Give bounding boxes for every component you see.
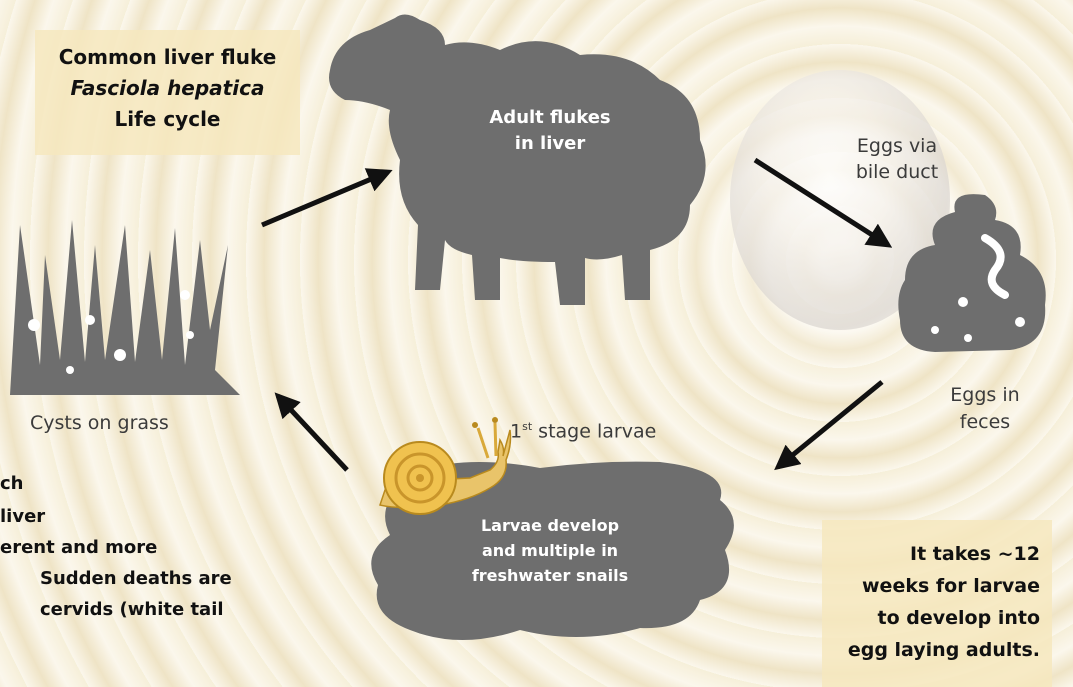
larvae-sup: st bbox=[522, 420, 532, 433]
feces-line2: feces bbox=[930, 409, 1040, 436]
snail-line3: freshwater snails bbox=[450, 563, 650, 588]
snail-line2: and multiple in bbox=[450, 538, 650, 563]
bile-line1: Eggs via bbox=[832, 133, 962, 159]
adult-line1: Adult flukes bbox=[470, 105, 630, 131]
arrow-snail-to-grass bbox=[278, 396, 347, 470]
left-line2: liver bbox=[0, 501, 232, 532]
adult-flukes-label: Adult flukes in liver bbox=[470, 105, 630, 157]
feces-icon bbox=[898, 194, 1045, 352]
arrow-grass-to-sheep bbox=[262, 172, 388, 225]
cysts-label: Cysts on grass bbox=[30, 412, 169, 434]
left-line4: Sudden deaths are bbox=[0, 563, 232, 594]
bile-duct-label: Eggs via bile duct bbox=[832, 133, 962, 185]
note-line4: egg laying adults. bbox=[822, 634, 1040, 666]
larvae-rest: stage larvae bbox=[532, 420, 656, 442]
title-box: Common liver fluke Fasciola hepatica Lif… bbox=[35, 30, 300, 155]
title-scientific-name: Fasciola hepatica bbox=[35, 73, 300, 104]
snail-line1: Larvae develop bbox=[450, 513, 650, 538]
larvae-label: 1st stage larvae bbox=[510, 420, 656, 442]
note-line3: to develop into bbox=[822, 602, 1040, 634]
note-box: It takes ~12 weeks for larvae to develop… bbox=[822, 520, 1052, 687]
feces-line1: Eggs in bbox=[930, 382, 1040, 409]
left-partial-text: ch liver erent and more Sudden deaths ar… bbox=[0, 468, 232, 625]
title-line3: Life cycle bbox=[35, 104, 300, 135]
eggs-in-feces-label: Eggs in feces bbox=[930, 382, 1040, 436]
adult-line2: in liver bbox=[470, 131, 630, 157]
bile-line2: bile duct bbox=[832, 159, 962, 185]
note-line1: It takes ~12 bbox=[822, 538, 1040, 570]
left-line3: erent and more bbox=[0, 532, 232, 563]
larvae-prefix: 1 bbox=[510, 420, 522, 442]
left-line1: ch bbox=[0, 468, 232, 499]
title-line1: Common liver fluke bbox=[35, 42, 300, 73]
snail-label: Larvae develop and multiple in freshwate… bbox=[450, 513, 650, 588]
left-line5: cervids (white tail bbox=[0, 594, 232, 625]
arrow-feces-to-snail bbox=[778, 382, 882, 467]
sheep-icon bbox=[329, 14, 706, 305]
grass-icon bbox=[10, 220, 240, 395]
note-line2: weeks for larvae bbox=[822, 570, 1040, 602]
